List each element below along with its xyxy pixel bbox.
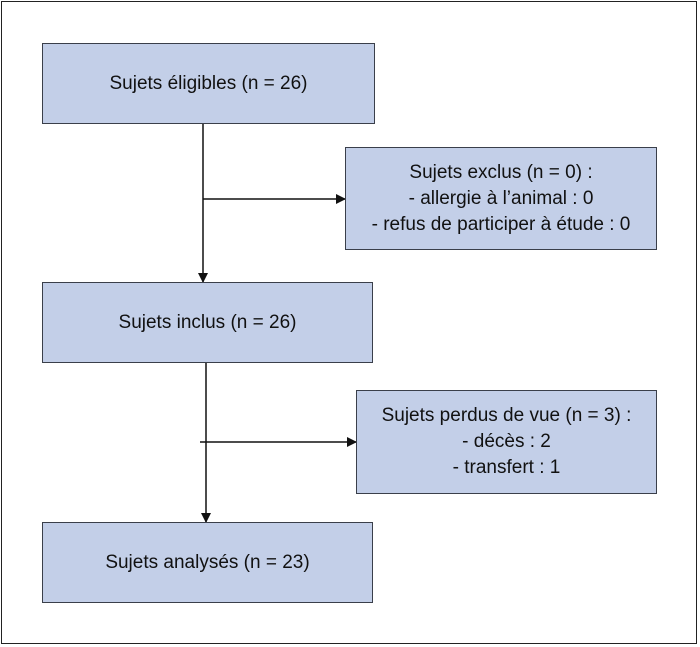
excluded-title: Sujets exclus (n = 0) :	[409, 161, 593, 183]
included-label: Sujets inclus (n = 26)	[118, 311, 297, 333]
excluded-item-refusal: - refus de participer à étude : 0	[371, 213, 631, 235]
eligible-label: Sujets éligibles (n = 26)	[109, 72, 308, 94]
lost-item-transfer: - transfert : 1	[452, 457, 561, 478]
lost-box: Sujets perdus de vue (n = 3) : - décès :…	[356, 390, 657, 494]
included-box: Sujets inclus (n = 26)	[42, 282, 373, 363]
analyzed-box: Sujets analysés (n = 23)	[42, 522, 373, 603]
analyzed-label: Sujets analysés (n = 23)	[105, 551, 310, 573]
lost-item-death: - décès : 2	[462, 431, 551, 452]
lost-title: Sujets perdus de vue (n = 3) :	[381, 405, 632, 426]
excluded-item-allergy: - allergie à l’animal : 0	[408, 187, 594, 209]
eligible-box: Sujets éligibles (n = 26)	[42, 43, 375, 124]
excluded-box: Sujets exclus (n = 0) : - allergie à l’a…	[345, 147, 657, 250]
